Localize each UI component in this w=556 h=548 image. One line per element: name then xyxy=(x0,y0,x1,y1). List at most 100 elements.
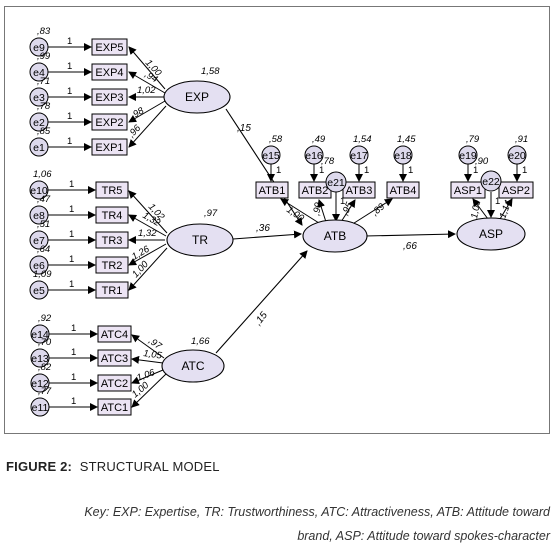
indicator-tr4: TR4 xyxy=(102,210,123,222)
svg-text:,78: ,78 xyxy=(37,101,51,112)
right-measurement-paths xyxy=(267,163,521,226)
svg-text:1,09: 1,09 xyxy=(33,269,52,280)
svg-text:e12: e12 xyxy=(31,378,49,390)
indicator-exp1: EXP1 xyxy=(95,142,123,154)
error-variances-top: ,58 ,49 1,54 1,45 ,79 ,91 ,78 ,90 xyxy=(269,134,528,167)
svg-text:1: 1 xyxy=(67,111,72,122)
indicator-boxes-left xyxy=(91,38,132,416)
coef-atb-asp: ,66 xyxy=(403,241,417,252)
indicator-exp5: EXP5 xyxy=(95,42,123,54)
svg-text:,92: ,92 xyxy=(38,313,52,324)
loading-line xyxy=(128,214,167,237)
svg-text:1: 1 xyxy=(69,179,74,190)
svg-text:EXP: EXP xyxy=(185,90,209,104)
figure-caption: FIGURE 2: STRUCTURAL MODEL xyxy=(6,459,220,474)
key-line-1: Key: EXP: Expertise, TR: Trustworthiness… xyxy=(84,505,550,519)
path-atb-asp xyxy=(364,230,456,239)
loading-line xyxy=(131,369,164,384)
path-tr-atb xyxy=(232,230,302,240)
indicator-labels-right: ATB1 ATB2 ATB3 ATB4 ASP1 ASP2 xyxy=(259,185,530,197)
svg-text:1: 1 xyxy=(67,36,72,47)
svg-text:,83: ,83 xyxy=(37,26,51,37)
svg-text:1,00: 1,00 xyxy=(469,199,483,220)
latent-atb xyxy=(302,219,368,253)
loading-line xyxy=(128,46,166,90)
svg-text:1,45: 1,45 xyxy=(397,134,416,145)
loading-line xyxy=(131,373,167,408)
latent-atc xyxy=(161,349,225,383)
latent-labels: EXP TR ATC ATB ASP xyxy=(181,90,503,373)
svg-text:,79: ,79 xyxy=(466,134,480,145)
loading-line xyxy=(128,243,167,266)
latent-variances: 1,58 ,97 1,66 xyxy=(191,66,220,347)
svg-text:1: 1 xyxy=(71,347,76,358)
left-error-paths xyxy=(48,43,98,411)
svg-text:,58: ,58 xyxy=(269,134,283,145)
indicator-exp2: EXP2 xyxy=(95,117,123,129)
svg-text:e10: e10 xyxy=(30,185,48,197)
svg-text:,95: ,95 xyxy=(340,200,356,217)
svg-text:,51: ,51 xyxy=(37,219,50,230)
indicator-tr1: TR1 xyxy=(102,285,123,297)
error-ones-top: 1 1 1 1 1 1 1 1 xyxy=(276,165,527,207)
svg-text:e1: e1 xyxy=(33,142,45,154)
indicator-atb1: ATB1 xyxy=(259,185,286,197)
svg-text:1: 1 xyxy=(67,136,72,147)
svg-text:e16: e16 xyxy=(305,150,323,162)
loading-line xyxy=(128,100,166,123)
svg-text:,85: ,85 xyxy=(37,126,51,137)
figure-key: Key: EXP: Expertise, TR: Trustworthiness… xyxy=(6,500,550,548)
loading-line xyxy=(128,105,167,148)
svg-text:,64: ,64 xyxy=(37,244,50,255)
svg-text:1,32: 1,32 xyxy=(138,228,157,239)
svg-text:e15: e15 xyxy=(262,150,280,162)
svg-text:1: 1 xyxy=(364,165,369,176)
svg-text:1: 1 xyxy=(473,165,478,176)
svg-text:,96: ,96 xyxy=(126,122,144,140)
svg-text:,99: ,99 xyxy=(37,51,51,62)
indicator-asp2: ASP2 xyxy=(502,185,530,197)
loading-line xyxy=(131,334,165,359)
key-line-2: brand, ASP: Attitude toward spokes-chara… xyxy=(297,529,550,543)
svg-text:e3: e3 xyxy=(33,92,45,104)
figure-title: STRUCTURAL MODEL xyxy=(79,459,220,474)
loading-line xyxy=(128,247,168,291)
svg-text:e6: e6 xyxy=(33,260,45,272)
svg-text:,70: ,70 xyxy=(38,337,52,348)
indicator-asp1: ASP1 xyxy=(454,185,482,197)
svg-text:1: 1 xyxy=(408,165,413,176)
coef-exp-atb: ,15 xyxy=(237,123,251,134)
svg-text:1: 1 xyxy=(69,204,74,215)
svg-text:e7: e7 xyxy=(33,235,45,247)
loading-line xyxy=(128,71,166,94)
error-ones-left: 1 1 1 1 1 1 1 1 1 1 1 1 1 1 xyxy=(67,36,76,407)
svg-text:,98: ,98 xyxy=(129,105,147,121)
svg-text:1: 1 xyxy=(71,323,76,334)
svg-text:1,54: 1,54 xyxy=(353,134,372,145)
svg-text:,77: ,77 xyxy=(38,386,52,397)
coef-tr-atb: ,36 xyxy=(256,223,270,234)
disturbance-e22 xyxy=(480,170,502,192)
svg-text:1,00: 1,00 xyxy=(130,258,151,280)
latent-exp xyxy=(163,80,231,114)
svg-text:,99: ,99 xyxy=(311,201,324,217)
indicator-tr5: TR5 xyxy=(102,185,123,197)
error-circles-left xyxy=(29,37,50,417)
svg-text:1: 1 xyxy=(69,229,74,240)
svg-text:1,00: 1,00 xyxy=(284,204,306,224)
structural-model-diagram: ,15 ,36 ,15 ,66 xyxy=(29,26,534,417)
svg-text:e19: e19 xyxy=(459,150,477,162)
indicator-boxes-right xyxy=(255,181,534,199)
indicator-atb3: ATB3 xyxy=(346,185,373,197)
loading-line xyxy=(131,355,164,364)
error-variances-left: ,83 ,99 ,71 ,78 ,85 1,06 ,47 ,51 ,64 1,0… xyxy=(33,26,52,397)
svg-text:1,06: 1,06 xyxy=(33,169,52,180)
svg-text:e2: e2 xyxy=(33,117,45,129)
indicator-atb4: ATB4 xyxy=(390,185,417,197)
svg-text:e14: e14 xyxy=(31,329,49,341)
error-circles-top xyxy=(261,145,527,193)
svg-text:e11: e11 xyxy=(32,402,49,414)
svg-text:e8: e8 xyxy=(33,210,45,222)
svg-text:1: 1 xyxy=(69,279,74,290)
svg-text:e17: e17 xyxy=(350,150,368,162)
